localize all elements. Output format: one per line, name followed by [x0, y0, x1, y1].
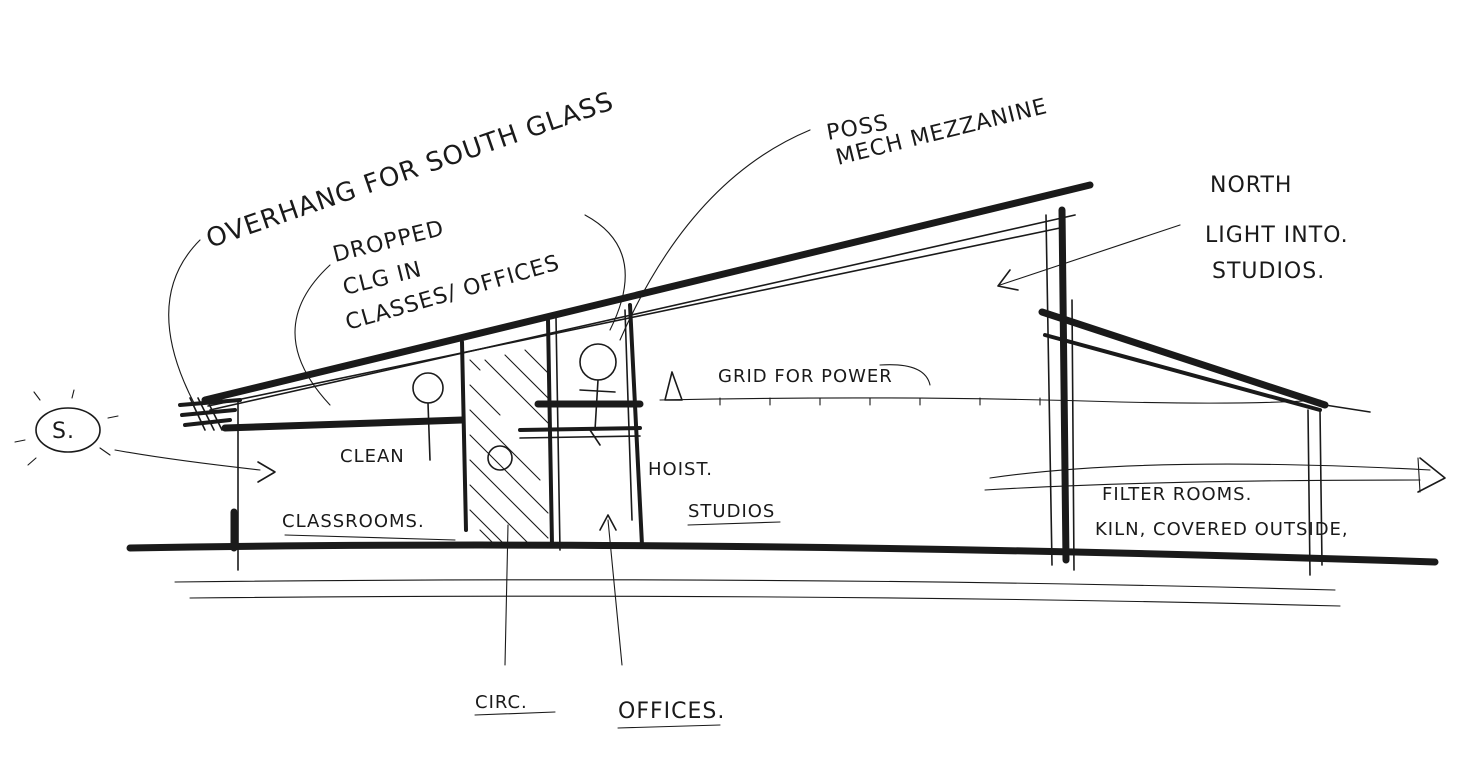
ground-lines: [126, 541, 1439, 607]
label-dropped-1: DROPPED: [330, 216, 447, 268]
mezzanine-figure: [412, 343, 683, 471]
label-circ: CIRC.: [475, 692, 528, 713]
label-offices: OFFICES.: [618, 699, 725, 724]
underlines: [284, 521, 781, 729]
label-clean: CLEAN: [340, 446, 405, 467]
label-north-1: NORTH: [1210, 173, 1292, 198]
airflow-lines: [114, 449, 1446, 493]
power-grid: [659, 397, 1321, 406]
label-studios: STUDIOS: [688, 501, 775, 522]
circulation-hatch: [469, 349, 549, 546]
label-north-2: LIGHT INTO.: [1205, 223, 1349, 248]
label-grid: GRID FOR POWER: [718, 366, 893, 387]
north-roof: [1038, 308, 1371, 413]
label-classrooms: CLASSROOMS.: [282, 511, 425, 532]
label-filter: FILTER ROOMS.: [1102, 484, 1252, 505]
leader-arrows: [168, 129, 1181, 666]
columns: [230, 206, 1323, 576]
dropped-ceiling: [221, 400, 644, 439]
sun-symbol: [14, 389, 119, 466]
label-hoist: HOIST.: [648, 459, 713, 480]
label-sun: S.: [52, 419, 75, 444]
label-kiln: KILN, COVERED OUTSIDE,: [1095, 519, 1349, 540]
label-north-3: STUDIOS.: [1212, 259, 1325, 284]
main-roof: [178, 181, 1094, 431]
